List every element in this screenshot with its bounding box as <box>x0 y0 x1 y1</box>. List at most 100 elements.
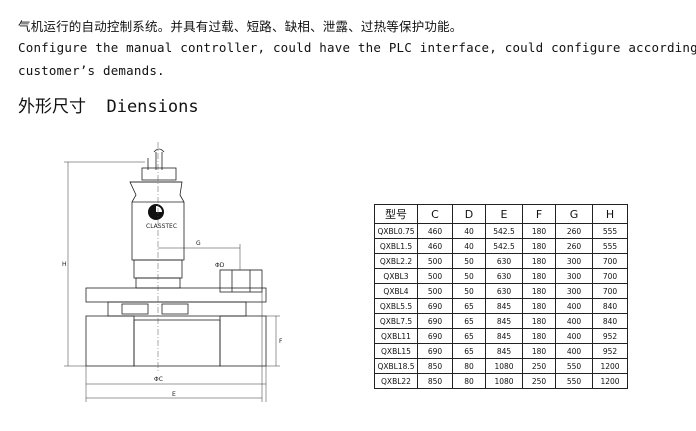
value-cell: 65 <box>452 313 486 329</box>
value-cell: 630 <box>485 253 523 269</box>
model-cell: QXBL15 <box>374 343 418 359</box>
value-cell: 700 <box>592 253 628 269</box>
value-cell: 260 <box>555 238 593 254</box>
value-cell: 300 <box>555 253 593 269</box>
dimension-drawing: CLASSTEC H G ΦD F ΦC E <box>62 142 283 402</box>
value-cell: 690 <box>417 313 453 329</box>
value-cell: 1200 <box>592 373 628 389</box>
value-cell: 1200 <box>592 358 628 374</box>
value-cell: 180 <box>522 283 556 299</box>
value-cell: 400 <box>555 298 593 314</box>
value-cell: 250 <box>522 358 556 374</box>
value-cell: 845 <box>485 328 523 344</box>
value-cell: 840 <box>592 313 628 329</box>
value-cell: 180 <box>522 298 556 314</box>
dimension-label-g: G <box>196 240 201 247</box>
value-cell: 550 <box>555 373 593 389</box>
dimension-label-h: H <box>62 261 67 268</box>
value-cell: 952 <box>592 343 628 359</box>
dimension-label-d: ΦD <box>215 262 225 269</box>
value-cell: 80 <box>452 373 486 389</box>
header-e: E <box>485 204 523 224</box>
value-cell: 1080 <box>485 373 523 389</box>
dimension-label-e: E <box>172 391 176 398</box>
value-cell: 700 <box>592 268 628 284</box>
value-cell: 460 <box>417 223 453 239</box>
value-cell: 180 <box>522 343 556 359</box>
dimension-lines <box>64 161 280 402</box>
value-cell: 845 <box>485 313 523 329</box>
description-line-english-2: customer’s demands. <box>18 63 165 78</box>
value-cell: 180 <box>522 238 556 254</box>
value-cell: 500 <box>417 268 453 284</box>
header-h: H <box>592 204 628 224</box>
value-cell: 80 <box>452 358 486 374</box>
value-cell: 250 <box>522 373 556 389</box>
value-cell: 460 <box>417 238 453 254</box>
table-header-row: 型号 C D E F G H <box>374 204 628 224</box>
value-cell: 180 <box>522 253 556 269</box>
value-cell: 850 <box>417 373 453 389</box>
value-cell: 300 <box>555 268 593 284</box>
value-cell: 40 <box>452 238 486 254</box>
header-model: 型号 <box>374 204 418 224</box>
value-cell: 50 <box>452 253 486 269</box>
value-cell: 845 <box>485 343 523 359</box>
header-c: C <box>417 204 453 224</box>
value-cell: 542.5 <box>485 223 523 239</box>
value-cell: 260 <box>555 223 593 239</box>
model-cell: QXBL2.2 <box>374 253 418 269</box>
value-cell: 700 <box>592 283 628 299</box>
model-cell: QXBL3 <box>374 268 418 284</box>
value-cell: 50 <box>452 268 486 284</box>
value-cell: 400 <box>555 313 593 329</box>
value-cell: 180 <box>522 223 556 239</box>
value-cell: 65 <box>452 328 486 344</box>
value-cell: 630 <box>485 268 523 284</box>
value-cell: 550 <box>555 358 593 374</box>
value-cell: 555 <box>592 223 628 239</box>
value-cell: 690 <box>417 328 453 344</box>
model-cell: QXBL22 <box>374 373 418 389</box>
value-cell: 500 <box>417 283 453 299</box>
dimension-label-c: ΦC <box>154 376 163 383</box>
dimensions-heading: 外形尺寸 Diensions <box>18 97 199 117</box>
value-cell: 690 <box>417 343 453 359</box>
model-cell: QXBL7.5 <box>374 313 418 329</box>
header-d: D <box>452 204 486 224</box>
header-g: G <box>555 204 593 224</box>
dimension-label-f: F <box>279 338 283 345</box>
model-cell: QXBL11 <box>374 328 418 344</box>
model-cell: QXBL0.75 <box>374 223 418 239</box>
value-cell: 1080 <box>485 358 523 374</box>
pump-outline <box>85 148 267 367</box>
value-cell: 180 <box>522 328 556 344</box>
value-cell: 300 <box>555 283 593 299</box>
value-cell: 180 <box>522 313 556 329</box>
value-cell: 850 <box>417 358 453 374</box>
model-cell: QXBL5.5 <box>374 298 418 314</box>
model-cell: QXBL18.5 <box>374 358 418 374</box>
value-cell: 500 <box>417 253 453 269</box>
value-cell: 840 <box>592 298 628 314</box>
value-cell: 65 <box>452 298 486 314</box>
value-cell: 65 <box>452 343 486 359</box>
value-cell: 630 <box>485 283 523 299</box>
value-cell: 952 <box>592 328 628 344</box>
value-cell: 180 <box>522 268 556 284</box>
value-cell: 400 <box>555 343 593 359</box>
model-cell: QXBL1.5 <box>374 238 418 254</box>
header-f: F <box>522 204 556 224</box>
value-cell: 542.5 <box>485 238 523 254</box>
